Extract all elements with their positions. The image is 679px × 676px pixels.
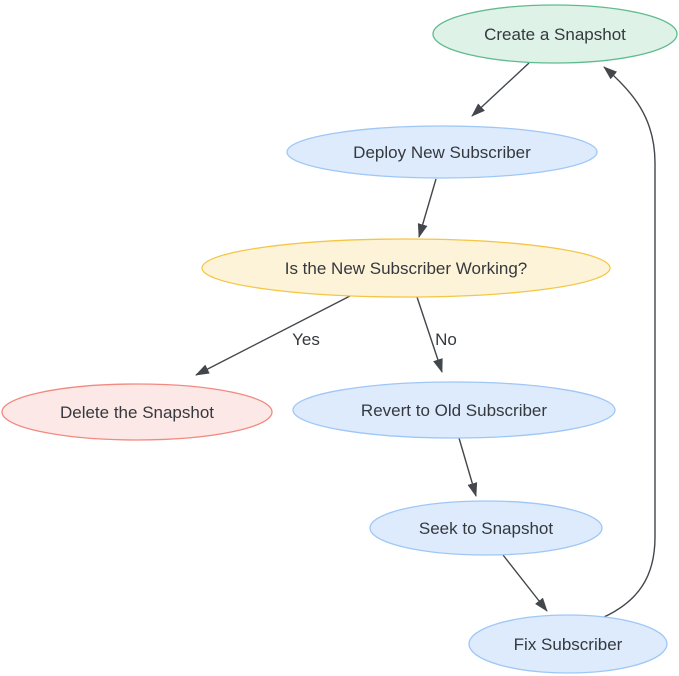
node-revert-old-subscriber-label: Revert to Old Subscriber	[361, 401, 547, 420]
node-revert-old-subscriber: Revert to Old Subscriber	[292, 381, 616, 439]
node-seek-to-snapshot: Seek to Snapshot	[369, 500, 603, 556]
node-create-snapshot-shape	[432, 4, 678, 64]
edge-label-group: Yes No	[292, 330, 457, 349]
edge-seek-to-fix	[502, 554, 548, 612]
edge-create-to-deploy	[471, 62, 530, 117]
node-fix-subscriber-shape	[468, 614, 668, 674]
edge-revert-to-seek	[458, 437, 478, 497]
edge-group	[195, 62, 656, 618]
edge-fix-to-create-return	[603, 66, 656, 618]
node-deploy-new-subscriber: Deploy New Subscriber	[286, 125, 598, 179]
node-revert-old-subscriber-shape	[292, 381, 616, 439]
node-create-snapshot: Create a Snapshot	[432, 4, 678, 64]
node-is-subscriber-working: Is the New Subscriber Working?	[201, 238, 611, 298]
node-seek-to-snapshot-shape	[369, 500, 603, 556]
edge-deploy-to-working	[417, 178, 437, 238]
node-deploy-new-subscriber-label: Deploy New Subscriber	[353, 143, 531, 162]
edge-label-no: No	[435, 330, 457, 349]
node-group: Create a Snapshot Deploy New Subscriber …	[1, 4, 678, 674]
edge-working-to-revert-no	[416, 296, 443, 373]
node-delete-snapshot-label: Delete the Snapshot	[60, 403, 214, 422]
node-fix-subscriber: Fix Subscriber	[468, 614, 668, 674]
edge-working-to-delete-yes	[195, 295, 351, 376]
node-seek-to-snapshot-label: Seek to Snapshot	[419, 519, 553, 538]
edge-label-yes: Yes	[292, 330, 320, 349]
node-is-subscriber-working-label: Is the New Subscriber Working?	[285, 259, 528, 278]
node-create-snapshot-label: Create a Snapshot	[484, 25, 626, 44]
node-deploy-new-subscriber-shape	[286, 125, 598, 179]
node-fix-subscriber-label: Fix Subscriber	[514, 635, 623, 654]
node-is-subscriber-working-shape	[201, 238, 611, 298]
node-delete-snapshot: Delete the Snapshot	[1, 383, 273, 441]
node-delete-snapshot-shape	[1, 383, 273, 441]
